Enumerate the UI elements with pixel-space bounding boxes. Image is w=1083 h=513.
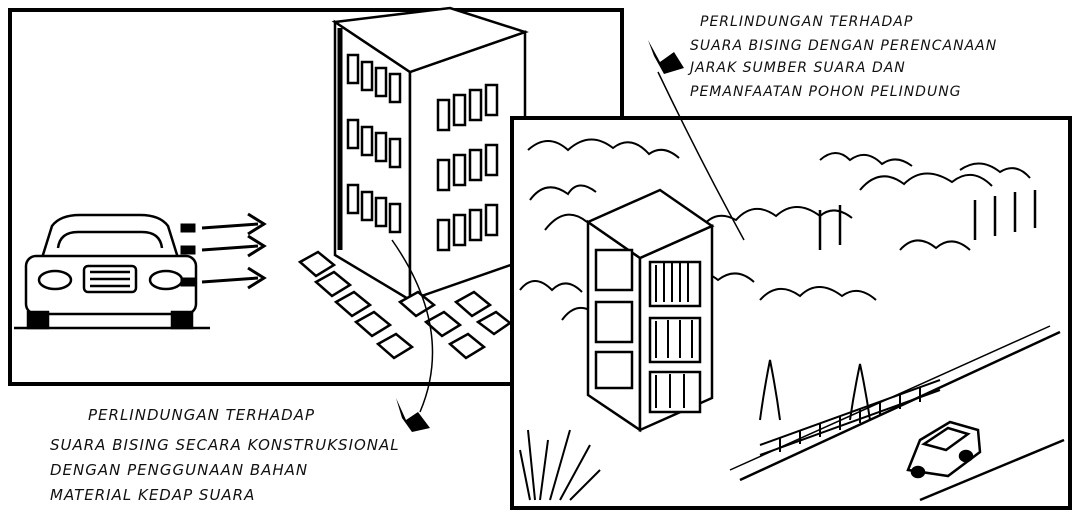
grass-shrubs (519, 359, 871, 501)
caption-top-right-line-3: JARAK SUMBER SUARA DAN (687, 60, 906, 76)
caption-bottom-left-line-1: PERLINDUNGAN TERHADAP (88, 406, 315, 424)
caption-top-right-line-4: PEMANFAATAN POHON PELINDUNG (690, 84, 962, 100)
caption-bottom-left-line-4: MATERIAL KEDAP SUARA (50, 486, 255, 504)
caption-bottom-left-line-2: SUARA BISING SECARA KONSTRUKSIONAL (50, 436, 400, 454)
right-panel (510, 71, 1072, 510)
book-kiosk (585, 188, 715, 433)
arrow-icon-bottom (396, 398, 430, 432)
caption-top-right-line-1: PERLINDUNGAN TERHADAP (700, 14, 913, 30)
building-windows-right (436, 83, 499, 252)
car-front-view (14, 213, 210, 330)
noise-arrows (180, 212, 267, 290)
building-windows-left (346, 53, 402, 234)
small-car (906, 420, 982, 479)
caption-top-right: PERLINDUNGAN TERHADAP SUARA BISING DENGA… (648, 14, 997, 100)
caption-top-right-line-2: SUARA BISING DENGAN PERENCANAAN (690, 38, 997, 54)
tree-canopy (519, 138, 1031, 321)
leader-line-distance (657, 71, 745, 241)
caption-bottom-left-line-3: DENGAN PENGGUNAAN BAHAN (50, 461, 308, 479)
fence-posts (818, 190, 1037, 250)
leader-line-construction (391, 239, 434, 413)
caption-bottom-left: PERLINDUNGAN TERHADAP SUARA BISING SECAR… (50, 398, 430, 504)
arrow-icon-top (648, 40, 684, 74)
roadside-fence (759, 379, 941, 456)
paving-tiles (297, 250, 513, 360)
